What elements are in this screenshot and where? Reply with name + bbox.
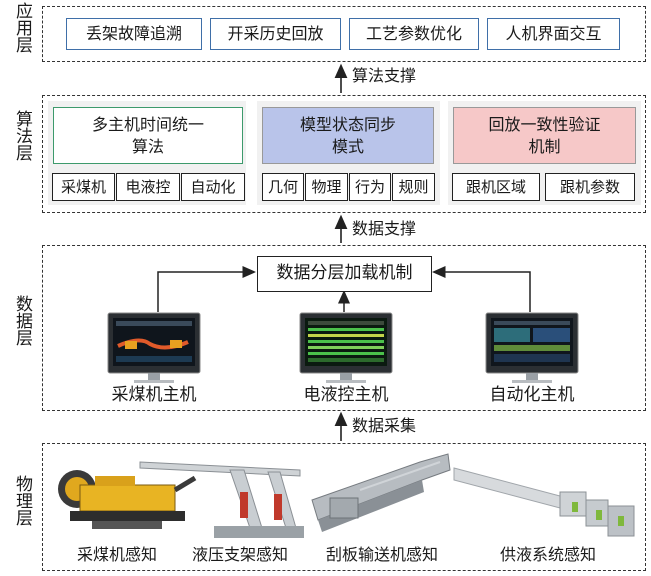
scraper-conveyor-illustration (311, 453, 451, 532)
chip-shearer: 采煤机 (52, 173, 115, 201)
chip-geometry: 几何 (262, 173, 304, 201)
algorithm-title-state-sync: 模型状态同步 模式 (262, 107, 434, 164)
fluid-supply-illustration (453, 467, 635, 537)
algorithm-title-line: 算法 (131, 137, 164, 156)
chip-rules: 规则 (392, 173, 435, 201)
layer-label-algorithm: 算法层 (12, 110, 32, 161)
chip-physics: 物理 (305, 173, 348, 201)
sensor-label-hydraulic-support: 液压支架感知 (191, 545, 288, 564)
host-label-electro-hydraulic: 电液控主机 (303, 385, 389, 405)
chip-follow-params: 跟机参数 (545, 173, 635, 201)
chip-follow-zone: 跟机区域 (452, 173, 540, 201)
app-box-fault-tracing: 丢架故障追溯 (66, 18, 202, 50)
arrow-label-data-collection: 数据采集 (352, 416, 417, 435)
arrow-label-algorithm-support: 算法支撑 (352, 66, 417, 85)
algorithm-title-line: 模式 (331, 137, 364, 156)
app-box-hmi: 人机界面交互 (487, 18, 620, 50)
sensor-label-scraper-conveyor: 刮板输送机感知 (325, 545, 438, 564)
application-layer-frame (42, 6, 646, 62)
monitor-electro-hydraulic-host (299, 312, 393, 383)
algorithm-title-time-unification: 多主机时间统一 算法 (53, 107, 243, 164)
sensor-label-fluid-supply: 供液系统感知 (499, 545, 596, 564)
shearer-illustration (58, 470, 197, 529)
arrow-label-data-support: 数据支撑 (352, 219, 417, 238)
sensor-label-shearer: 采煤机感知 (76, 545, 157, 564)
algorithm-layer-frame (42, 95, 646, 213)
chip-automation: 自动化 (181, 173, 245, 201)
monitor-shearer-host (107, 312, 201, 383)
algorithm-title-replay-consistency: 回放一致性验证 机制 (453, 107, 636, 164)
host-label-automation: 自动化主机 (489, 385, 575, 405)
host-label-shearer: 采煤机主机 (111, 385, 197, 405)
data-layer-frame (42, 245, 646, 411)
chip-behavior: 行为 (349, 173, 391, 201)
layer-label-data: 数据层 (12, 295, 32, 346)
algorithm-title-line: 模型状态同步 (299, 115, 396, 134)
hydraulic-support-illustration (139, 461, 304, 538)
chip-electro-hydraulic: 电液控 (116, 173, 180, 201)
app-box-history-replay: 开采历史回放 (210, 18, 341, 50)
app-box-process-optimization: 工艺参数优化 (349, 18, 479, 50)
monitor-automation-host (485, 312, 579, 383)
physical-layer-frame (42, 443, 646, 571)
algorithm-title-line: 机制 (528, 137, 561, 156)
data-loading-mechanism-box: 数据分层加载机制 (257, 256, 432, 292)
layer-label-physical: 物理层 (12, 475, 32, 526)
algorithm-title-line: 回放一致性验证 (488, 115, 601, 134)
layer-label-application: 应用层 (12, 2, 32, 53)
algorithm-title-line: 多主机时间统一 (91, 115, 204, 134)
